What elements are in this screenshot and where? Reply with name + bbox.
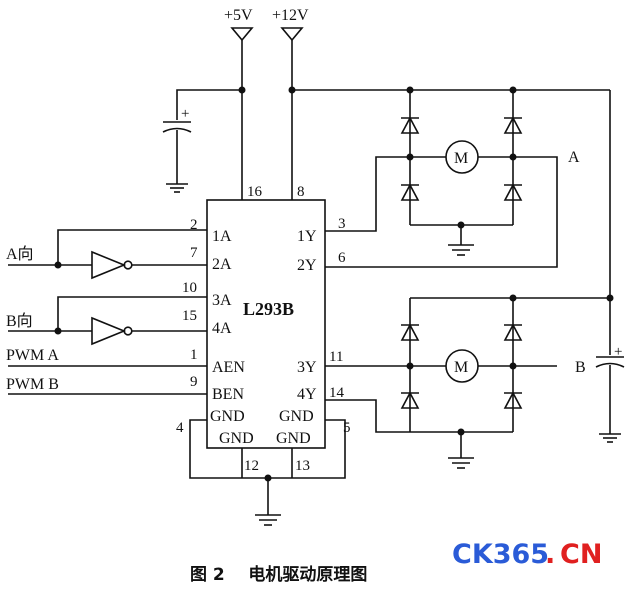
pin-4-num: 4: [176, 420, 184, 436]
dir-b-label: B向: [6, 312, 33, 330]
bulk-capacitor: +: [595, 344, 625, 443]
pin-3-num: 3: [338, 216, 346, 232]
pin-2y-label: 2Y: [297, 257, 317, 274]
pin-5-num: 5: [343, 420, 351, 436]
watermark-tld: CN: [560, 539, 602, 570]
cap-b-polarity-label: +: [614, 344, 622, 360]
pin-12-num: 12: [244, 458, 259, 474]
pin-10-num: 10: [182, 280, 197, 296]
supply-12v-label: +12V: [272, 7, 309, 24]
gnd-label-2: GND: [279, 408, 314, 425]
watermark-main: CK365: [452, 539, 549, 570]
pin-4a-label: 4A: [212, 320, 232, 337]
motor-b-label: B: [575, 359, 586, 376]
pwm-wiring: PWM A PWM B: [6, 347, 207, 395]
pin-1a-label: 1A: [212, 228, 232, 245]
pin-ben-label: BEN: [212, 386, 244, 403]
decoupling-capacitor: +: [162, 86, 246, 193]
pin-6-num: 6: [338, 250, 346, 266]
bridge-a: M A: [325, 90, 580, 268]
motor-a-label: A: [568, 149, 580, 166]
supply-12v: +12V: [272, 7, 309, 200]
pin-aen-label: AEN: [212, 359, 245, 376]
ground-wiring: [189, 419, 346, 526]
motor-b-symbol: M: [454, 359, 468, 376]
pin-2-num: 2: [190, 217, 198, 233]
supply-5v: +5V: [224, 7, 254, 200]
watermark-logo: CK365 . CN: [452, 539, 602, 570]
supply-5v-label: +5V: [224, 7, 253, 24]
pin-4y-label: 4Y: [297, 386, 317, 403]
pin-3a-label: 3A: [212, 292, 232, 309]
gnd-label-3: GND: [219, 430, 254, 447]
bridge-b: M B: [325, 294, 586, 469]
pin-16-num: 16: [247, 184, 263, 200]
pin-14-num: 14: [329, 385, 345, 401]
figure-caption: 图 2 电机驱动原理图: [190, 564, 367, 585]
pin-15-num: 15: [182, 308, 197, 324]
input-b-wiring: B向: [6, 296, 207, 346]
pwm-a-label: PWM A: [6, 347, 59, 364]
pin-3y-label: 3Y: [297, 359, 317, 376]
pin-8-num: 8: [297, 184, 305, 200]
pin-13-num: 13: [295, 458, 310, 474]
input-a-wiring: A向: [6, 229, 207, 280]
gnd-label-1: GND: [210, 408, 245, 425]
motor-a-symbol: M: [454, 150, 468, 167]
cap-polarity-label: +: [181, 106, 189, 122]
pin-2a-label: 2A: [212, 256, 232, 273]
pin-1-num: 1: [190, 347, 198, 363]
pin-7-num: 7: [190, 245, 198, 261]
pin-1y-label: 1Y: [297, 228, 317, 245]
gnd-label-4: GND: [276, 430, 311, 447]
chip-name: L293B: [243, 299, 294, 319]
pin-11-num: 11: [329, 349, 343, 365]
pwm-b-label: PWM B: [6, 376, 59, 393]
pin-9-num: 9: [190, 374, 198, 390]
dir-a-label: A向: [6, 245, 34, 263]
watermark-dot: .: [545, 539, 555, 570]
l293b-chip: L293B 16 8 1A 2A 3A 4A AEN BEN 2 7 10 15…: [176, 184, 351, 474]
